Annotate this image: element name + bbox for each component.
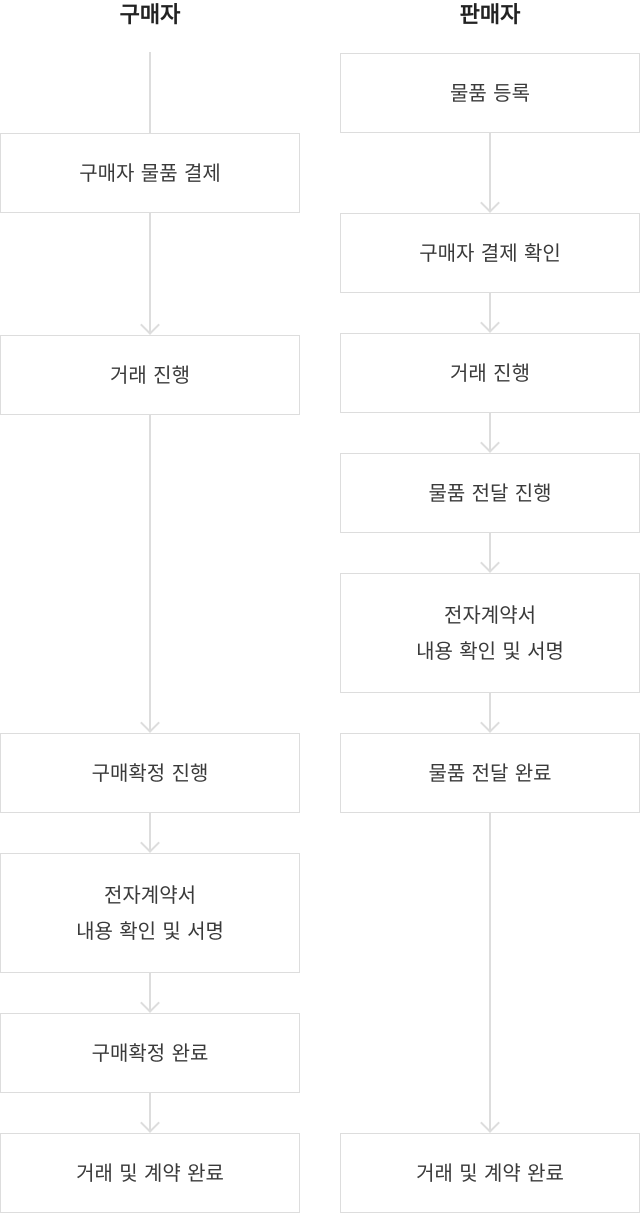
seller-step-register: 물품 등록 — [340, 53, 640, 133]
seller-step-delivery-progress: 물품 전달 진행 — [340, 453, 640, 533]
step-label-line-2: 내용 확인 및 서명 — [76, 919, 224, 943]
step-label-line-2: 내용 확인 및 서명 — [416, 639, 564, 663]
step-label: 거래 진행 — [450, 361, 530, 385]
step-label: 거래 및 계약 완료 — [76, 1161, 224, 1185]
step-label-line-1: 전자계약서 — [444, 603, 536, 627]
step-label: 거래 진행 — [110, 363, 190, 387]
arrow-down-icon — [140, 315, 160, 335]
arrow-down-icon — [480, 553, 500, 573]
arrow-down-icon — [140, 833, 160, 853]
connector-line — [489, 133, 491, 212]
arrow-down-icon — [480, 713, 500, 733]
connector-line — [149, 213, 151, 334]
step-label: 물품 등록 — [450, 81, 530, 105]
connector-line — [489, 813, 491, 1132]
step-label: 구매자 결제 확인 — [419, 241, 561, 265]
connector-line — [489, 693, 491, 732]
arrow-down-icon — [140, 713, 160, 733]
seller-step-trade-complete: 거래 및 계약 완료 — [340, 1133, 640, 1213]
step-label: 구매확정 진행 — [91, 761, 209, 785]
connector-line — [149, 813, 151, 852]
buyer-step-confirm-complete: 구매확정 완료 — [0, 1013, 300, 1093]
step-label: 구매확정 완료 — [91, 1041, 209, 1065]
buyer-column-title: 구매자 — [119, 3, 181, 28]
connector-line — [489, 413, 491, 452]
connector-line — [149, 973, 151, 1012]
seller-step-payment-check: 구매자 결제 확인 — [340, 213, 640, 293]
arrow-down-icon — [480, 193, 500, 213]
arrow-down-icon — [480, 1113, 500, 1133]
connector-line — [149, 52, 151, 133]
seller-column-title: 판매자 — [459, 3, 521, 28]
arrow-down-icon — [480, 433, 500, 453]
buyer-step-payment: 구매자 물품 결제 — [0, 133, 300, 213]
seller-step-trade-progress: 거래 진행 — [340, 333, 640, 413]
buyer-step-contract-sign: 전자계약서 내용 확인 및 서명 — [0, 853, 300, 973]
seller-step-delivery-complete: 물품 전달 완료 — [340, 733, 640, 813]
step-label: 물품 전달 완료 — [428, 761, 552, 785]
step-label: 물품 전달 진행 — [428, 481, 552, 505]
buyer-step-trade-complete: 거래 및 계약 완료 — [0, 1133, 300, 1213]
connector-line — [149, 1093, 151, 1132]
buyer-step-confirm-progress: 구매확정 진행 — [0, 733, 300, 813]
arrow-down-icon — [140, 1113, 160, 1133]
connector-line — [489, 293, 491, 332]
connector-line — [149, 415, 151, 732]
step-label: 구매자 물품 결제 — [79, 161, 221, 185]
arrow-down-icon — [140, 993, 160, 1013]
connector-line — [489, 533, 491, 572]
step-label-line-1: 전자계약서 — [104, 883, 196, 907]
step-label: 거래 및 계약 완료 — [416, 1161, 564, 1185]
buyer-step-trade-progress: 거래 진행 — [0, 335, 300, 415]
arrow-down-icon — [480, 313, 500, 333]
seller-step-contract-sign: 전자계약서 내용 확인 및 서명 — [340, 573, 640, 693]
